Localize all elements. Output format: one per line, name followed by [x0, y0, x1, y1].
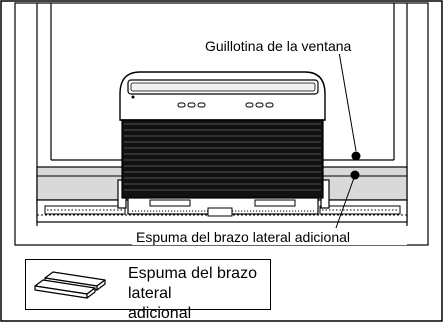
ac-top-housing: [119, 71, 326, 121]
legend-box: Espuma del brazo lateral adicional: [25, 259, 271, 322]
base-brackets: [149, 199, 296, 207]
grille-pattern: [124, 123, 321, 191]
foam-strips-icon: [34, 271, 106, 299]
foam-callout-label: Espuma del brazo lateral adicional: [136, 229, 351, 245]
legend-label: Espuma del brazo lateral adicional: [128, 264, 268, 324]
legend-line-2: adicional: [128, 305, 192, 322]
leader-lines: [335, 51, 357, 229]
ac-front-grille: [121, 119, 324, 199]
sash-callout-label: Guillotina de la ventana: [204, 38, 353, 54]
sash-marker: [351, 151, 361, 161]
legend-line-1: Espuma del brazo lateral: [128, 265, 257, 302]
side-arm-foam: [44, 205, 401, 215]
